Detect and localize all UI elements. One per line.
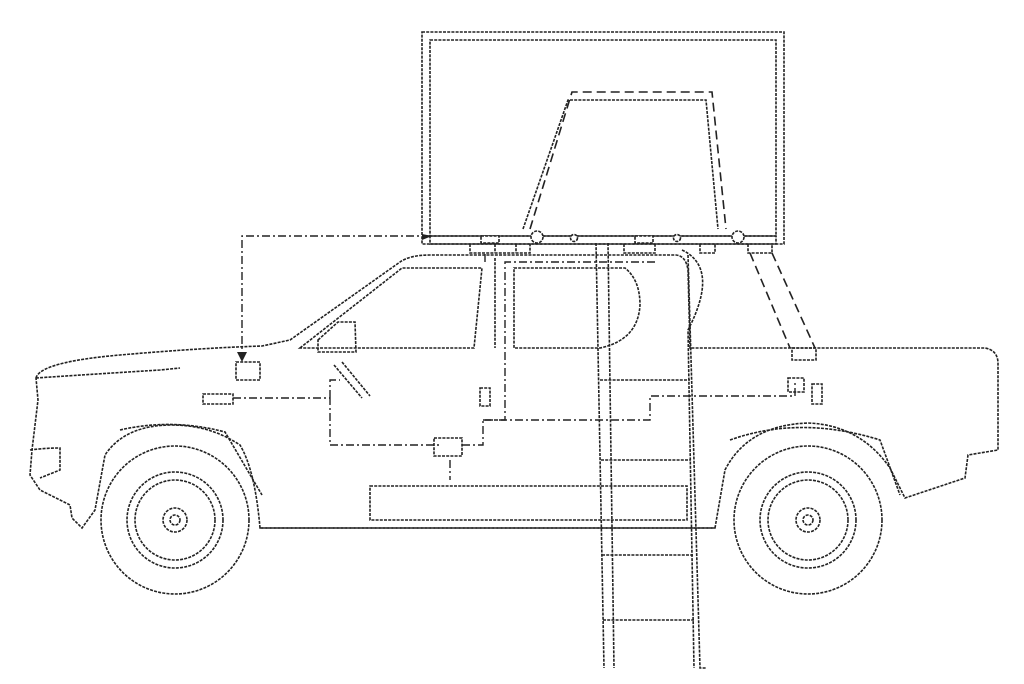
truck-body xyxy=(29,254,999,530)
rear-wheel xyxy=(733,445,883,595)
wiring-harness xyxy=(233,234,823,480)
ladder xyxy=(595,242,706,669)
rooftop-tent xyxy=(421,31,785,254)
support-strut xyxy=(749,252,816,349)
front-wheel xyxy=(100,445,250,595)
